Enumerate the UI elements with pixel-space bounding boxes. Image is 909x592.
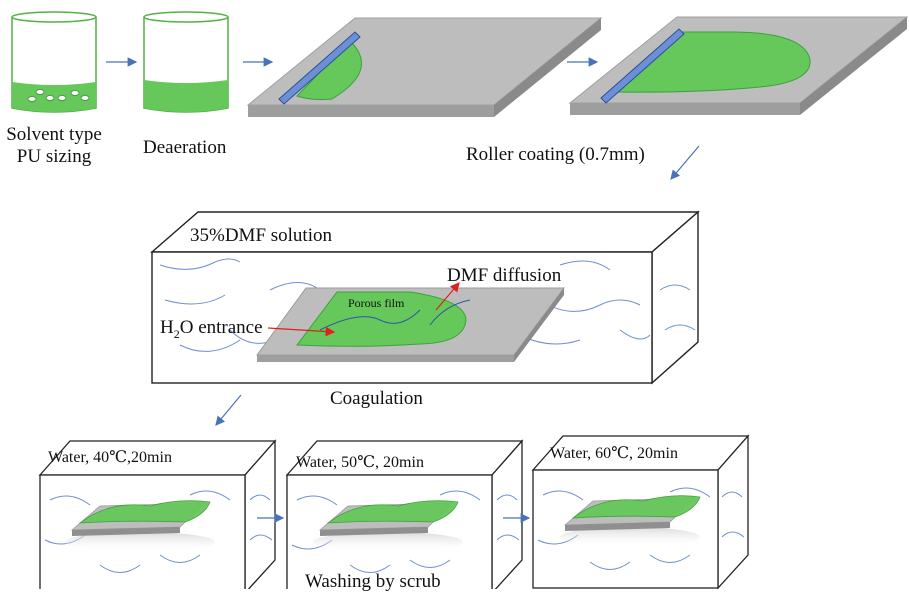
roller-icon bbox=[278, 31, 361, 105]
h2o-entrance-arrow bbox=[267, 326, 336, 337]
label-solvent-line1: Solvent type bbox=[6, 124, 102, 145]
roller-icon bbox=[600, 28, 685, 104]
washing-tank-1 bbox=[38, 439, 277, 589]
label-roller-coating: Roller coating (0.7mm) bbox=[466, 144, 645, 165]
label-coagulation: Coagulation bbox=[330, 388, 423, 409]
label-dmf-solution: 35%DMF solution bbox=[190, 225, 332, 246]
coating-plate-end bbox=[568, 16, 909, 115]
label-washing-by-scrub: Washing by scrub bbox=[305, 571, 441, 592]
label-h2o-entrance: H2O entrance bbox=[160, 318, 263, 340]
label-porous-film: Porous film bbox=[348, 296, 405, 310]
label-wash-1: Water, 40℃,20min bbox=[48, 449, 172, 466]
arrow-to-coagulation bbox=[670, 145, 700, 180]
coating-plate-start bbox=[246, 17, 603, 117]
h2o-h: H bbox=[160, 317, 174, 338]
label-wash-2: Water, 50℃, 20min bbox=[296, 454, 424, 471]
washing-tank-2 bbox=[285, 439, 524, 589]
label-dmf-diffusion: DMF diffusion bbox=[447, 265, 562, 286]
washing-tank-3 bbox=[531, 434, 750, 589]
label-wash-3: Water, 60℃, 20min bbox=[550, 445, 678, 462]
h2o-rest: O entrance bbox=[179, 317, 263, 338]
label-solvent-type: Solvent type PU sizing bbox=[6, 125, 102, 166]
label-solvent-line2: PU sizing bbox=[16, 146, 92, 167]
h2o-subscript: 2 bbox=[173, 326, 180, 341]
dmf-diffusion-arrow bbox=[435, 282, 460, 311]
beaker-pu-sizing-icon bbox=[11, 11, 97, 113]
beaker-deaeration-icon bbox=[143, 11, 229, 113]
arrow-to-washing bbox=[215, 394, 242, 426]
label-deaeration: Deaeration bbox=[143, 137, 227, 158]
coagulation-tank bbox=[150, 210, 700, 385]
